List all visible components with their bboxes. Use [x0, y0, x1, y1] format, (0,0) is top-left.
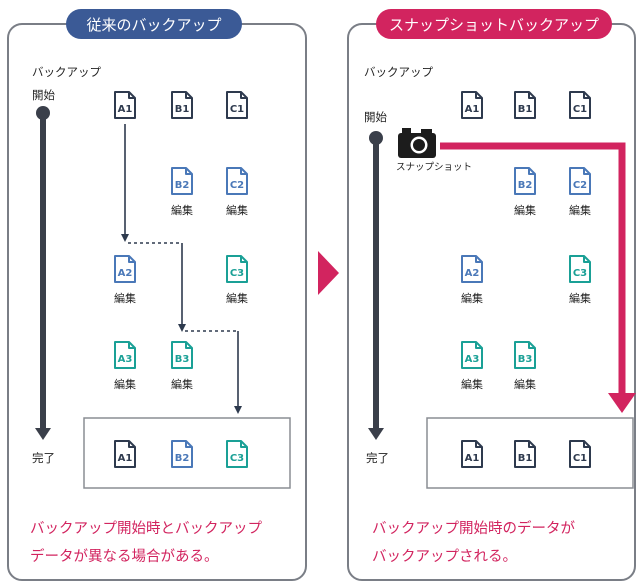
camera-icon	[398, 128, 436, 158]
right-file-c1: C1	[569, 91, 591, 119]
left-end-label: 完了	[32, 451, 55, 465]
left-result-file-b2: B2	[171, 440, 193, 468]
svg-text:A2: A2	[118, 268, 133, 279]
right-file-b2: B2	[514, 167, 536, 195]
left-caption-line1: バックアップ開始時とバックアップ	[30, 520, 262, 537]
right-caption-line1: バックアップ開始時のデータが	[372, 519, 575, 537]
left-file-b1: B1	[171, 91, 193, 119]
right-edit-label-b3: 編集	[514, 377, 536, 391]
svg-text:B3: B3	[175, 354, 190, 365]
right-edit-label-b2: 編集	[514, 203, 536, 217]
svg-text:B3: B3	[518, 354, 533, 365]
transition-arrow	[318, 251, 339, 295]
svg-text:B1: B1	[518, 104, 533, 115]
right-edit-label-c3: 編集	[569, 291, 591, 305]
left-title-pill	[66, 9, 242, 39]
left-file-b3: B3	[171, 341, 193, 369]
right-end-label: 完了	[366, 451, 389, 465]
svg-text:C1: C1	[230, 104, 244, 115]
right-timeline-arrowhead	[368, 428, 384, 440]
right-result-file-a1: A1	[461, 440, 483, 468]
svg-text:C1: C1	[573, 104, 587, 115]
right-caption-line2: バックアップされる。	[372, 548, 517, 565]
left-timeline-start-dot	[36, 106, 50, 120]
svg-text:C2: C2	[230, 180, 244, 191]
svg-text:A1: A1	[465, 453, 480, 464]
right-file-b1: B1	[514, 91, 536, 119]
left-result-file-a1: A1	[114, 440, 136, 468]
left-timeline-arrowhead	[35, 428, 51, 440]
svg-text:B1: B1	[518, 453, 533, 464]
svg-text:A3: A3	[118, 354, 133, 365]
svg-text:C3: C3	[230, 268, 244, 279]
svg-text:B1: B1	[175, 104, 190, 115]
left-backup-progress-arrows	[121, 124, 242, 414]
left-file-c1: C1	[226, 91, 248, 119]
left-start-label: 開始	[32, 88, 55, 102]
left-edit-label-c3: 編集	[226, 291, 248, 305]
svg-text:B2: B2	[518, 180, 533, 191]
right-result-file-c1: C1	[569, 440, 591, 468]
svg-text:C1: C1	[573, 453, 587, 464]
svg-text:B2: B2	[175, 180, 190, 191]
right-timeline-start-dot	[369, 131, 383, 145]
left-result-file-c3: C3	[226, 440, 248, 468]
svg-text:A3: A3	[465, 354, 480, 365]
left-title: 従来のバックアップ	[86, 16, 221, 34]
snapshot-arrowhead	[608, 393, 636, 413]
right-file-a1: A1	[461, 91, 483, 119]
left-panel: 従来のバックアップ バックアップ 開始 完了 A1 B1 C1 B2 編集 C2…	[7, 9, 307, 581]
left-file-a3: A3	[114, 341, 136, 369]
left-edit-label-c2: 編集	[226, 203, 248, 217]
right-panel: スナップショットバックアップ バックアップ 開始 完了 スナップショット A1 …	[347, 9, 636, 581]
right-file-c3: C3	[569, 255, 591, 283]
svg-text:C3: C3	[573, 268, 587, 279]
right-file-a2: A2	[461, 255, 483, 283]
left-file-a2: A2	[114, 255, 136, 283]
left-file-a1: A1	[114, 91, 136, 119]
svg-text:B2: B2	[175, 453, 190, 464]
right-edit-label-a2: 編集	[461, 291, 483, 305]
svg-text:C3: C3	[230, 453, 244, 464]
right-file-a3: A3	[461, 341, 483, 369]
right-start-label: 開始	[364, 110, 387, 124]
left-caption-line2: データが異なる場合がある。	[30, 547, 219, 565]
left-file-c3: C3	[226, 255, 248, 283]
left-edit-label-b3: 編集	[171, 377, 193, 391]
right-file-b3: B3	[514, 341, 536, 369]
right-result-file-b1: B1	[514, 440, 536, 468]
svg-text:A1: A1	[465, 104, 480, 115]
svg-text:A1: A1	[118, 453, 133, 464]
left-file-c2: C2	[226, 167, 248, 195]
svg-text:A2: A2	[465, 268, 480, 279]
right-panel-frame	[347, 23, 636, 581]
svg-text:C2: C2	[573, 180, 587, 191]
right-title-pill	[376, 9, 612, 39]
snapshot-label: スナップショット	[396, 162, 472, 173]
left-file-b2: B2	[171, 167, 193, 195]
right-edit-label-c2: 編集	[569, 203, 591, 217]
left-edit-label-a3: 編集	[114, 377, 136, 391]
right-file-c2: C2	[569, 167, 591, 195]
right-backup-label: バックアップ	[364, 65, 433, 79]
left-edit-label-a2: 編集	[114, 291, 136, 305]
snapshot-arrow	[440, 142, 626, 400]
left-panel-frame	[7, 23, 307, 581]
right-edit-label-a3: 編集	[461, 377, 483, 391]
right-title: スナップショットバックアップ	[389, 16, 599, 34]
left-edit-label-b2: 編集	[171, 203, 193, 217]
svg-text:A1: A1	[118, 104, 133, 115]
left-backup-label: バックアップ	[32, 65, 101, 79]
